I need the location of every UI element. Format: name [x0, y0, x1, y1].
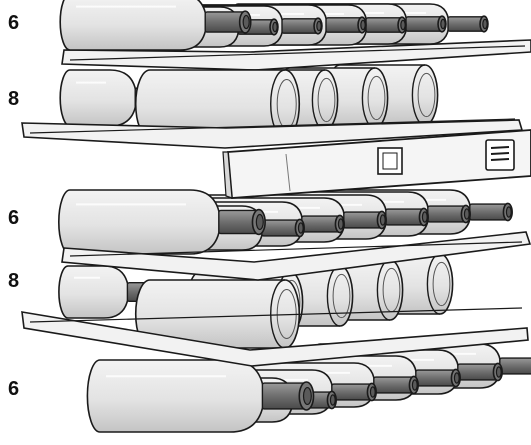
display-window [378, 148, 402, 174]
control-buttons [486, 140, 514, 170]
shelf-2-bottle-count: 8 [8, 88, 19, 111]
shelf-3-bottle-count: 6 [8, 207, 19, 230]
shelf-1-bottle-count: 6 [8, 12, 19, 35]
shelf-5-bottle-count: 6 [8, 378, 19, 401]
shelf-4-bottle-count: 8 [8, 270, 19, 293]
